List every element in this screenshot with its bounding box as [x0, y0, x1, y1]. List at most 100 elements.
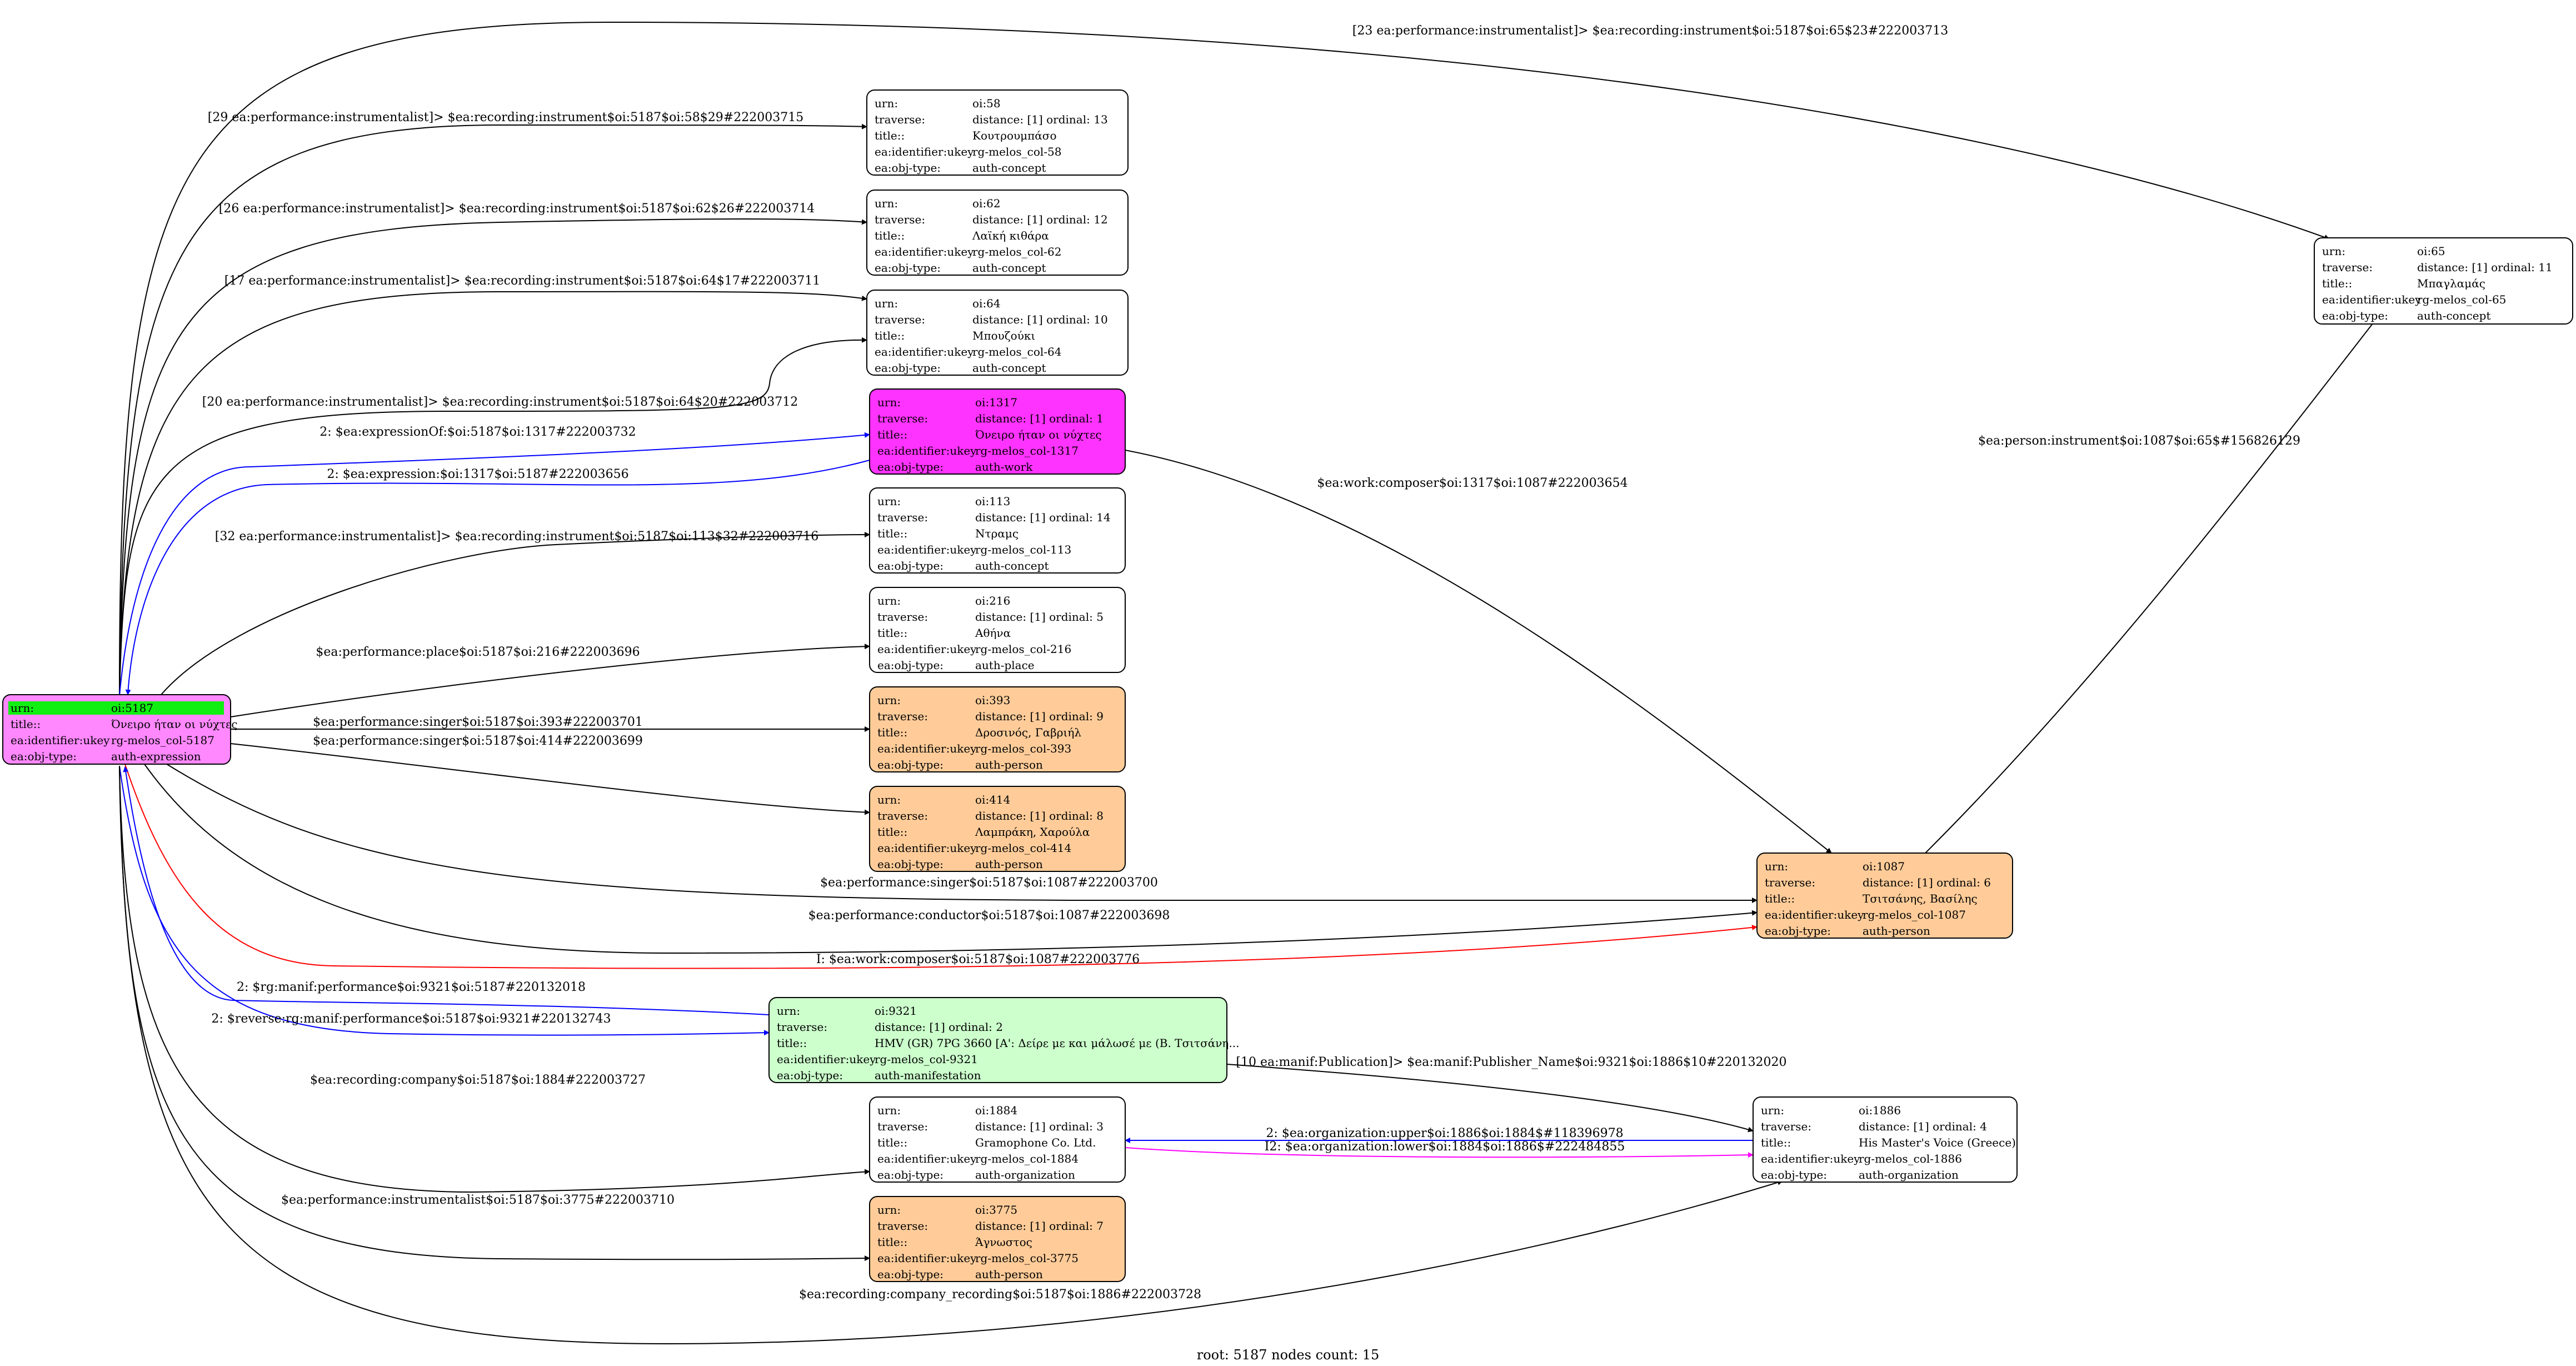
node-box — [869, 388, 1126, 475]
edge-e9321a — [123, 766, 770, 1015]
node-field-value: distance: [1] ordinal: 2 — [875, 1020, 1003, 1034]
node-field-value: Αθήνα — [975, 626, 1011, 640]
node-field-value: auth-person — [975, 758, 1043, 771]
node-field-key: ea:identifier:ukey — [1761, 1152, 1860, 1165]
edge-e9321p — [1226, 1064, 1754, 1133]
edge-e9321b — [119, 765, 770, 1036]
node-field-value: distance: [1] ordinal: 13 — [972, 113, 1108, 126]
node-field-value: Gramophone Co. Ltd. — [975, 1136, 1096, 1149]
node-field-value: HMV (GR) 7PG 3660 [Α': Δείρε με και μάλω… — [875, 1036, 1239, 1050]
node-field-key: traverse: — [877, 511, 928, 524]
edge-label-e1886r: $ea:recording:company_recording$oi:5187$… — [799, 1288, 1201, 1302]
node-field-key: title:: — [875, 229, 905, 242]
edge-e113 — [161, 532, 870, 695]
node-field-value: oi:1087 — [1863, 860, 1905, 873]
node-field-value: distance: [1] ordinal: 12 — [972, 213, 1108, 226]
edge-label-e113: [32 ea:performance:instrumentalist]> $ea… — [215, 530, 818, 544]
node-field-key: urn: — [1761, 1104, 1784, 1117]
node-field-key: ea:identifier:ukey — [877, 444, 977, 457]
node-field-value: oi:1317 — [975, 396, 1017, 409]
node-field-key: traverse: — [777, 1020, 827, 1034]
node-field-value: oi:1884 — [975, 1104, 1017, 1117]
node-field-key: title:: — [11, 717, 41, 731]
edge-e1886r — [119, 765, 1783, 1345]
edge-e65 — [119, 21, 2330, 696]
node-field-value: distance: [1] ordinal: 4 — [1859, 1120, 1987, 1133]
node-field-value: oi:65 — [2417, 245, 2445, 258]
node-box — [869, 786, 1126, 872]
node-field-key: urn: — [877, 594, 901, 607]
node-field-value: Κουτρουμπάσο — [972, 129, 1057, 142]
node-field-value: Λαμπράκη, Χαρούλα — [975, 825, 1090, 839]
edge-label-e1317c: $ea:work:composer$oi:1317$oi:1087#222003… — [1317, 476, 1628, 490]
edge-label-eorgU: 2: $ea:organization:upper$oi:1886$oi:188… — [1266, 1126, 1623, 1140]
node-field-key: ea:obj-type: — [875, 361, 941, 375]
node-field-value: auth-organization — [975, 1168, 1075, 1181]
node-box — [869, 487, 1126, 574]
node-field-value: auth-person — [975, 858, 1043, 871]
node-field-value: His Master's Voice (Greece) — [1859, 1136, 2016, 1149]
node-field-value: oi:62 — [972, 197, 1001, 210]
node-field-key: ea:identifier:ukey — [877, 1252, 977, 1265]
node-field-key: ea:obj-type: — [877, 460, 943, 473]
node-field-value: auth-work — [975, 460, 1033, 473]
edge-label-e1317b: 2: $ea:expression:$oi:1317$oi:5187#22200… — [327, 467, 628, 481]
edge-label-e9321p: [10 ea:manif:Publication]> $ea:manif:Pub… — [1236, 1055, 1786, 1069]
node-field-key: ea:obj-type: — [875, 161, 941, 175]
node-box — [869, 587, 1126, 673]
node-field-key: ea:identifier:ukey — [777, 1053, 876, 1066]
edge-e1087p — [1925, 277, 2409, 854]
node-field-key: ea:identifier:ukey — [1765, 908, 1864, 921]
edge-label-e216: $ea:performance:place$oi:5187$oi:216#222… — [316, 645, 640, 659]
node-field-value: rg-melos_col-9321 — [875, 1053, 978, 1066]
node-header-highlight — [8, 701, 224, 715]
edge-e1087s — [166, 764, 1758, 903]
node-field-key: ea:identifier:ukey — [875, 245, 974, 258]
node-field-value: rg-melos_col-3775 — [975, 1252, 1079, 1265]
node-field-key: ea:obj-type: — [877, 659, 943, 672]
node-field-key: ea:identifier:ukey — [877, 642, 977, 656]
node-field-key: traverse: — [877, 1219, 928, 1233]
edge-e58 — [119, 123, 867, 696]
node-field-value: auth-concept — [972, 361, 1046, 375]
node-field-key: ea:identifier:ukey — [877, 841, 977, 855]
node-field-key: ea:identifier:ukey — [877, 742, 977, 755]
node-field-key: title:: — [877, 428, 907, 441]
node-field-key: urn: — [1765, 860, 1788, 873]
node-field-value: distance: [1] ordinal: 11 — [2417, 261, 2553, 274]
edge-label-eorgL: I2: $ea:organization:lower$oi:1884$oi:18… — [1265, 1140, 1625, 1154]
node-field-key: traverse: — [875, 213, 925, 226]
node-field-key: traverse: — [2322, 261, 2373, 274]
node-field-value: rg-melos_col-414 — [975, 841, 1071, 855]
node-field-key: ea:obj-type: — [877, 559, 943, 572]
node-field-key: ea:obj-type: — [877, 858, 943, 871]
edge-label-e1087c: $ea:performance:conductor$oi:5187$oi:108… — [808, 909, 1170, 923]
node-field-value: distance: [1] ordinal: 6 — [1863, 876, 1991, 889]
node-62[interactable]: urn: oi:62 traverse: distance: [1] ordinal:… — [866, 190, 1129, 276]
node-field-value: distance: [1] ordinal: 1 — [975, 412, 1104, 425]
node-field-value: auth-person — [1863, 924, 1930, 938]
node-field-value: Άγνωστος — [975, 1235, 1032, 1249]
node-field-value: rg-melos_col-1884 — [975, 1152, 1079, 1165]
node-field-key: title:: — [1765, 892, 1795, 905]
node-field-key: traverse: — [875, 313, 925, 326]
node-field-value: auth-person — [975, 1268, 1043, 1281]
edge-e1317a — [119, 432, 870, 696]
node-field-key: urn: — [877, 1203, 901, 1217]
node-box — [869, 1096, 1126, 1183]
node-field-key: urn: — [875, 197, 898, 210]
